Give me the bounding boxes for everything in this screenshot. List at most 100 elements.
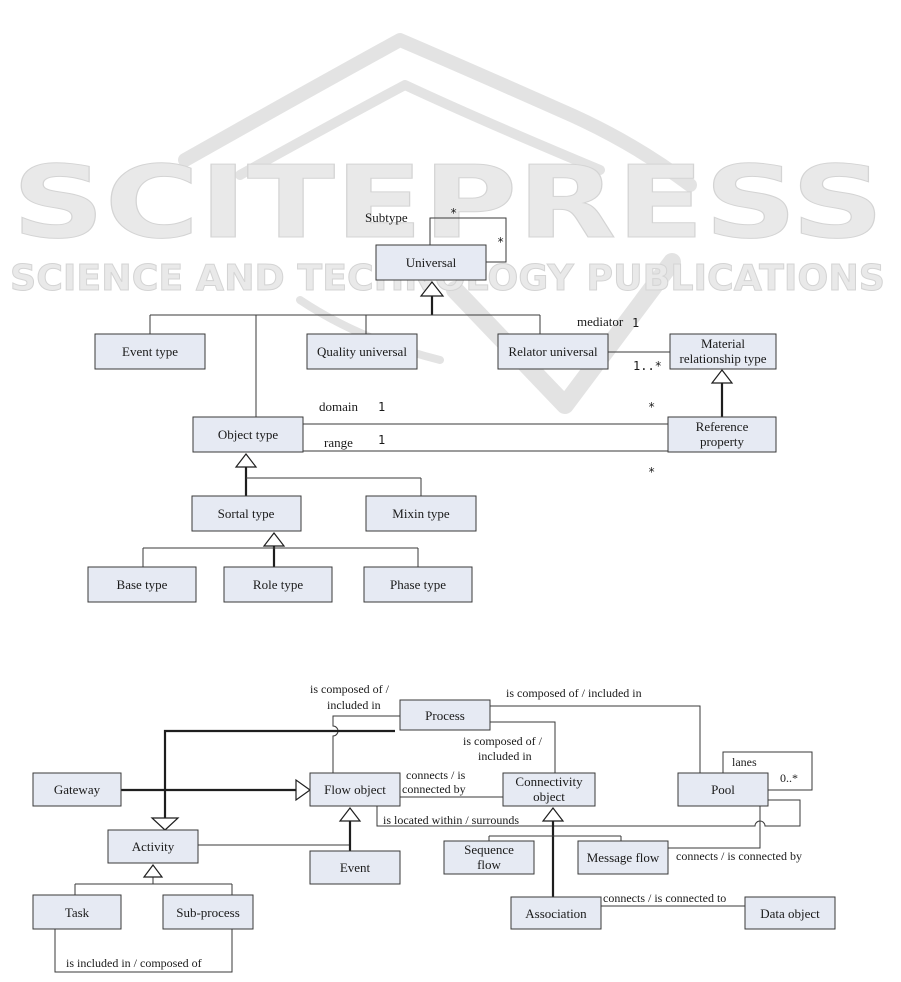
relator-multiplicity: 1..* xyxy=(633,359,662,373)
class-process: Process xyxy=(399,699,491,731)
message-flow-pool-association xyxy=(668,806,761,849)
process-flow-object-association xyxy=(332,715,400,773)
mediator-role-label: mediator xyxy=(577,314,624,329)
process-connectivity-association xyxy=(490,721,556,773)
domain-reference-multiplicity: * xyxy=(648,400,655,414)
class-event-type: Event type xyxy=(94,333,206,370)
class-sequence-flow: Sequence flow xyxy=(443,840,535,875)
class-activity: Activity xyxy=(107,829,199,864)
task-subprocess-label: is included in / composed of xyxy=(66,956,202,970)
process-pool-association xyxy=(490,705,701,773)
flow-object-generalization-arrow-bottom xyxy=(338,807,362,822)
class-universal: Universal xyxy=(375,244,487,281)
class-sub-process-label: Sub-process xyxy=(176,905,240,920)
class-role-type-label: Role type xyxy=(253,577,303,592)
class-material-relationship-type-label-line2: relationship type xyxy=(679,351,766,366)
class-gateway: Gateway xyxy=(32,772,122,807)
lanes-role-label: lanes xyxy=(732,755,757,769)
process-pool-composed-label: is composed of / included in xyxy=(506,686,642,700)
class-flow-object: Flow object xyxy=(309,772,401,807)
subtype-multiplicity-top: * xyxy=(450,206,457,220)
class-task-label: Task xyxy=(65,905,90,920)
range-multiplicity: 1 xyxy=(378,433,385,447)
material-generalization-arrow xyxy=(710,369,734,384)
class-data-object: Data object xyxy=(744,896,836,930)
class-connectivity-object: Connectivity object xyxy=(502,772,596,807)
class-mixin-type: Mixin type xyxy=(365,495,477,532)
class-flow-object-label: Flow object xyxy=(324,782,386,797)
lanes-multiplicity: 0..* xyxy=(780,771,798,785)
message-flow-connects-label: connects / is connected by xyxy=(676,849,802,863)
class-phase-type: Phase type xyxy=(363,566,473,603)
class-relator-universal-label: Relator universal xyxy=(508,344,598,359)
class-reference-property-label-line2: property xyxy=(700,434,745,449)
class-sortal-type-label: Sortal type xyxy=(218,506,275,521)
class-role-type: Role type xyxy=(223,566,333,603)
subtype-multiplicity-right: * xyxy=(497,235,504,249)
class-pool: Pool xyxy=(677,772,769,807)
class-data-object-label: Data object xyxy=(760,906,820,921)
flow-object-generalization-arrow-left xyxy=(295,778,312,802)
range-reference-multiplicity: * xyxy=(648,465,655,479)
class-material-relationship-type: Material relationship type xyxy=(669,333,777,370)
subtype-self-association xyxy=(429,217,507,263)
class-object-type: Object type xyxy=(192,416,304,453)
class-sortal-type: Sortal type xyxy=(191,495,302,532)
class-association-label: Association xyxy=(525,906,587,921)
task-subprocess-association xyxy=(54,929,233,973)
pool-lanes-self-association xyxy=(722,751,813,791)
class-mixin-type-label: Mixin type xyxy=(392,506,450,521)
class-event-label: Event xyxy=(340,860,371,875)
domain-multiplicity: 1 xyxy=(378,400,385,414)
watermark-title: SCITEPRESS xyxy=(12,144,884,261)
class-process-label: Process xyxy=(425,708,465,723)
class-reference-property-label-line1: Reference xyxy=(696,419,749,434)
class-connectivity-object-label-line1: Connectivity xyxy=(515,774,583,789)
class-pool-label: Pool xyxy=(711,782,735,797)
class-sub-process: Sub-process xyxy=(162,894,254,930)
class-activity-label: Activity xyxy=(132,839,175,854)
class-quality-universal: Quality universal xyxy=(306,333,418,370)
class-object-type-label: Object type xyxy=(218,427,279,442)
located-within-association xyxy=(376,799,801,827)
subtype-role-label: Subtype xyxy=(365,210,408,225)
class-material-relationship-type-label-line1: Material xyxy=(701,336,745,351)
located-within-label: is located within / surrounds xyxy=(383,813,519,827)
process-connectivity-composed-label-line2: included in xyxy=(478,749,532,763)
class-event: Event xyxy=(309,850,401,885)
class-gateway-label: Gateway xyxy=(54,782,101,797)
universal-generalization-arrow xyxy=(419,281,445,297)
connectivity-generalization-arrow xyxy=(541,807,565,822)
class-phase-type-label: Phase type xyxy=(390,577,446,592)
class-message-flow: Message flow xyxy=(577,840,669,875)
class-connectivity-object-label-line2: object xyxy=(533,789,565,804)
class-sequence-flow-label-line1: Sequence xyxy=(464,842,514,857)
class-base-type: Base type xyxy=(87,566,197,603)
watermark-book-logo xyxy=(178,33,697,414)
flow-connectivity-label-line2: connected by xyxy=(402,782,466,796)
class-universal-label: Universal xyxy=(406,255,457,270)
class-sequence-flow-label-line2: flow xyxy=(477,857,501,872)
process-connectivity-composed-label-line1: is composed of / xyxy=(463,734,543,748)
class-message-flow-label: Message flow xyxy=(587,850,660,865)
activity-generalization-arrow xyxy=(150,817,180,831)
flow-connectivity-label-line1: connects / is xyxy=(406,768,466,782)
range-role-label: range xyxy=(324,435,353,450)
class-association: Association xyxy=(510,896,602,930)
diagram-universals: Universal Event type Quality universal R… xyxy=(87,206,777,603)
class-reference-property: Reference property xyxy=(667,416,777,453)
mediator-multiplicity: 1 xyxy=(632,316,639,330)
diagram-bpmn: Process Gateway Flow object Connectivity… xyxy=(32,682,836,973)
class-event-type-label: Event type xyxy=(122,344,178,359)
domain-role-label: domain xyxy=(319,399,358,414)
activity-subtype-arrow xyxy=(142,864,164,878)
class-base-type-label: Base type xyxy=(117,577,168,592)
process-flow-composed-label-line2: included in xyxy=(327,698,381,712)
association-connects-label: connects / is connected to xyxy=(603,891,726,905)
process-flow-composed-label-line1: is composed of / xyxy=(310,682,390,696)
sortal-type-generalization-arrow xyxy=(262,532,286,547)
class-task: Task xyxy=(32,894,122,930)
class-quality-universal-label: Quality universal xyxy=(317,344,407,359)
object-type-generalization-arrow xyxy=(234,453,258,468)
